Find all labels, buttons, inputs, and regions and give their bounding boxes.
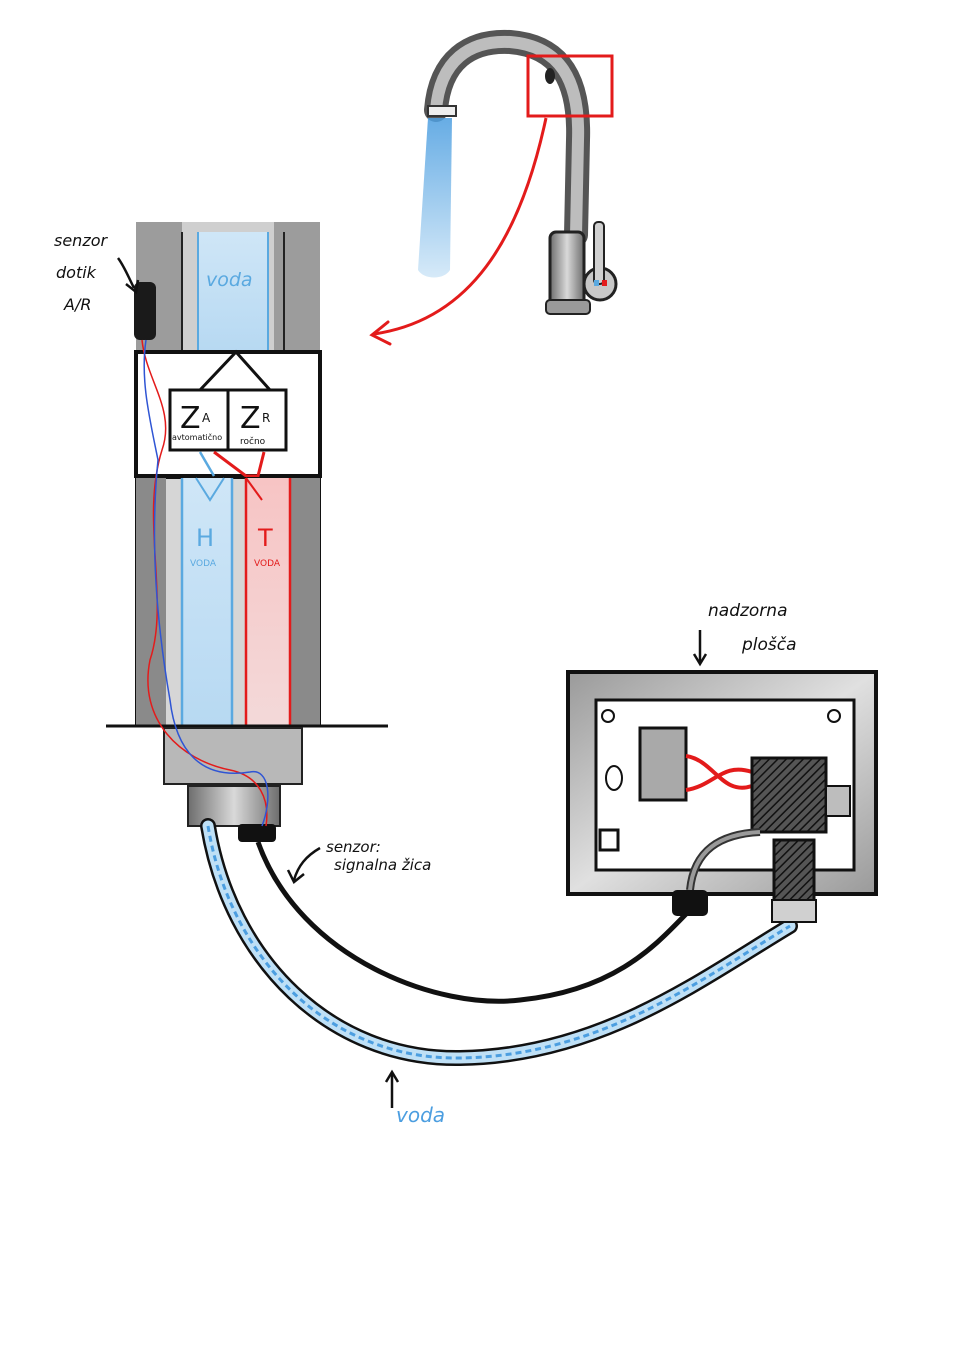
- highlight-box: [526, 54, 614, 118]
- hot-letter: T: [257, 524, 273, 552]
- screw-left: [601, 709, 615, 723]
- voda-bottom-label: voda: [396, 1103, 445, 1127]
- hoses: [200, 818, 798, 1067]
- hot-channel: [246, 478, 290, 726]
- valve-a-letter: Z: [180, 401, 201, 436]
- senzor-dotik-line1: senzor: [54, 231, 109, 250]
- valve-r-letter: Z: [240, 401, 261, 436]
- panel-hose-fitting: [772, 838, 816, 904]
- signal-label-line2: signalna žica: [334, 856, 431, 874]
- pipe-base: [163, 727, 303, 785]
- valve-r-sub: R: [262, 411, 270, 425]
- signal-label-line1: senzor:: [326, 838, 381, 856]
- senzor-dotik-line2: dotik: [56, 263, 97, 282]
- valve-a-caption: avtomatično: [172, 432, 222, 442]
- hot-caption: VODA: [254, 559, 281, 569]
- valve-manual: [226, 388, 288, 452]
- panel-label-line2: plošča: [741, 635, 797, 655]
- water-channel-top: [198, 232, 268, 350]
- faucet-lever: [593, 221, 605, 285]
- cold-caption: VODA: [190, 559, 217, 569]
- valve-a-sub: A: [202, 411, 211, 425]
- signal-wire: [255, 841, 692, 1004]
- faucet-sensor-dot: [545, 68, 555, 84]
- screw-right: [827, 709, 841, 723]
- annotation-arrows: [116, 257, 708, 1108]
- sensor-wires: [141, 339, 269, 827]
- senzor-dotik-line3: A/R: [63, 295, 91, 314]
- faucet-tip: [427, 105, 457, 117]
- lower-pipe: [106, 477, 388, 842]
- panel-wire-connector: [672, 890, 708, 916]
- faucet: [369, 29, 618, 346]
- cold-channel: [182, 478, 232, 726]
- signal-connector: [238, 824, 276, 842]
- touch-sensor: [134, 282, 156, 340]
- panel-switch: [598, 828, 620, 852]
- text-labels: senzor dotik A/R voda Z A avtomatično Z …: [54, 231, 797, 1127]
- voda-top-label: voda: [206, 269, 253, 291]
- valve-block: [134, 349, 322, 478]
- cold-letter: H: [196, 524, 214, 552]
- control-panel: [566, 670, 878, 923]
- solenoid-valve: [750, 756, 828, 834]
- upper-pipe: [134, 222, 320, 350]
- panel-indicator: [605, 765, 623, 791]
- highlight-arrow: [373, 117, 548, 336]
- valve-r-caption: ročno: [240, 436, 266, 447]
- water-jet: [418, 118, 452, 278]
- panel-label-line1: nadzorna: [708, 601, 788, 621]
- panel-module: [638, 726, 688, 802]
